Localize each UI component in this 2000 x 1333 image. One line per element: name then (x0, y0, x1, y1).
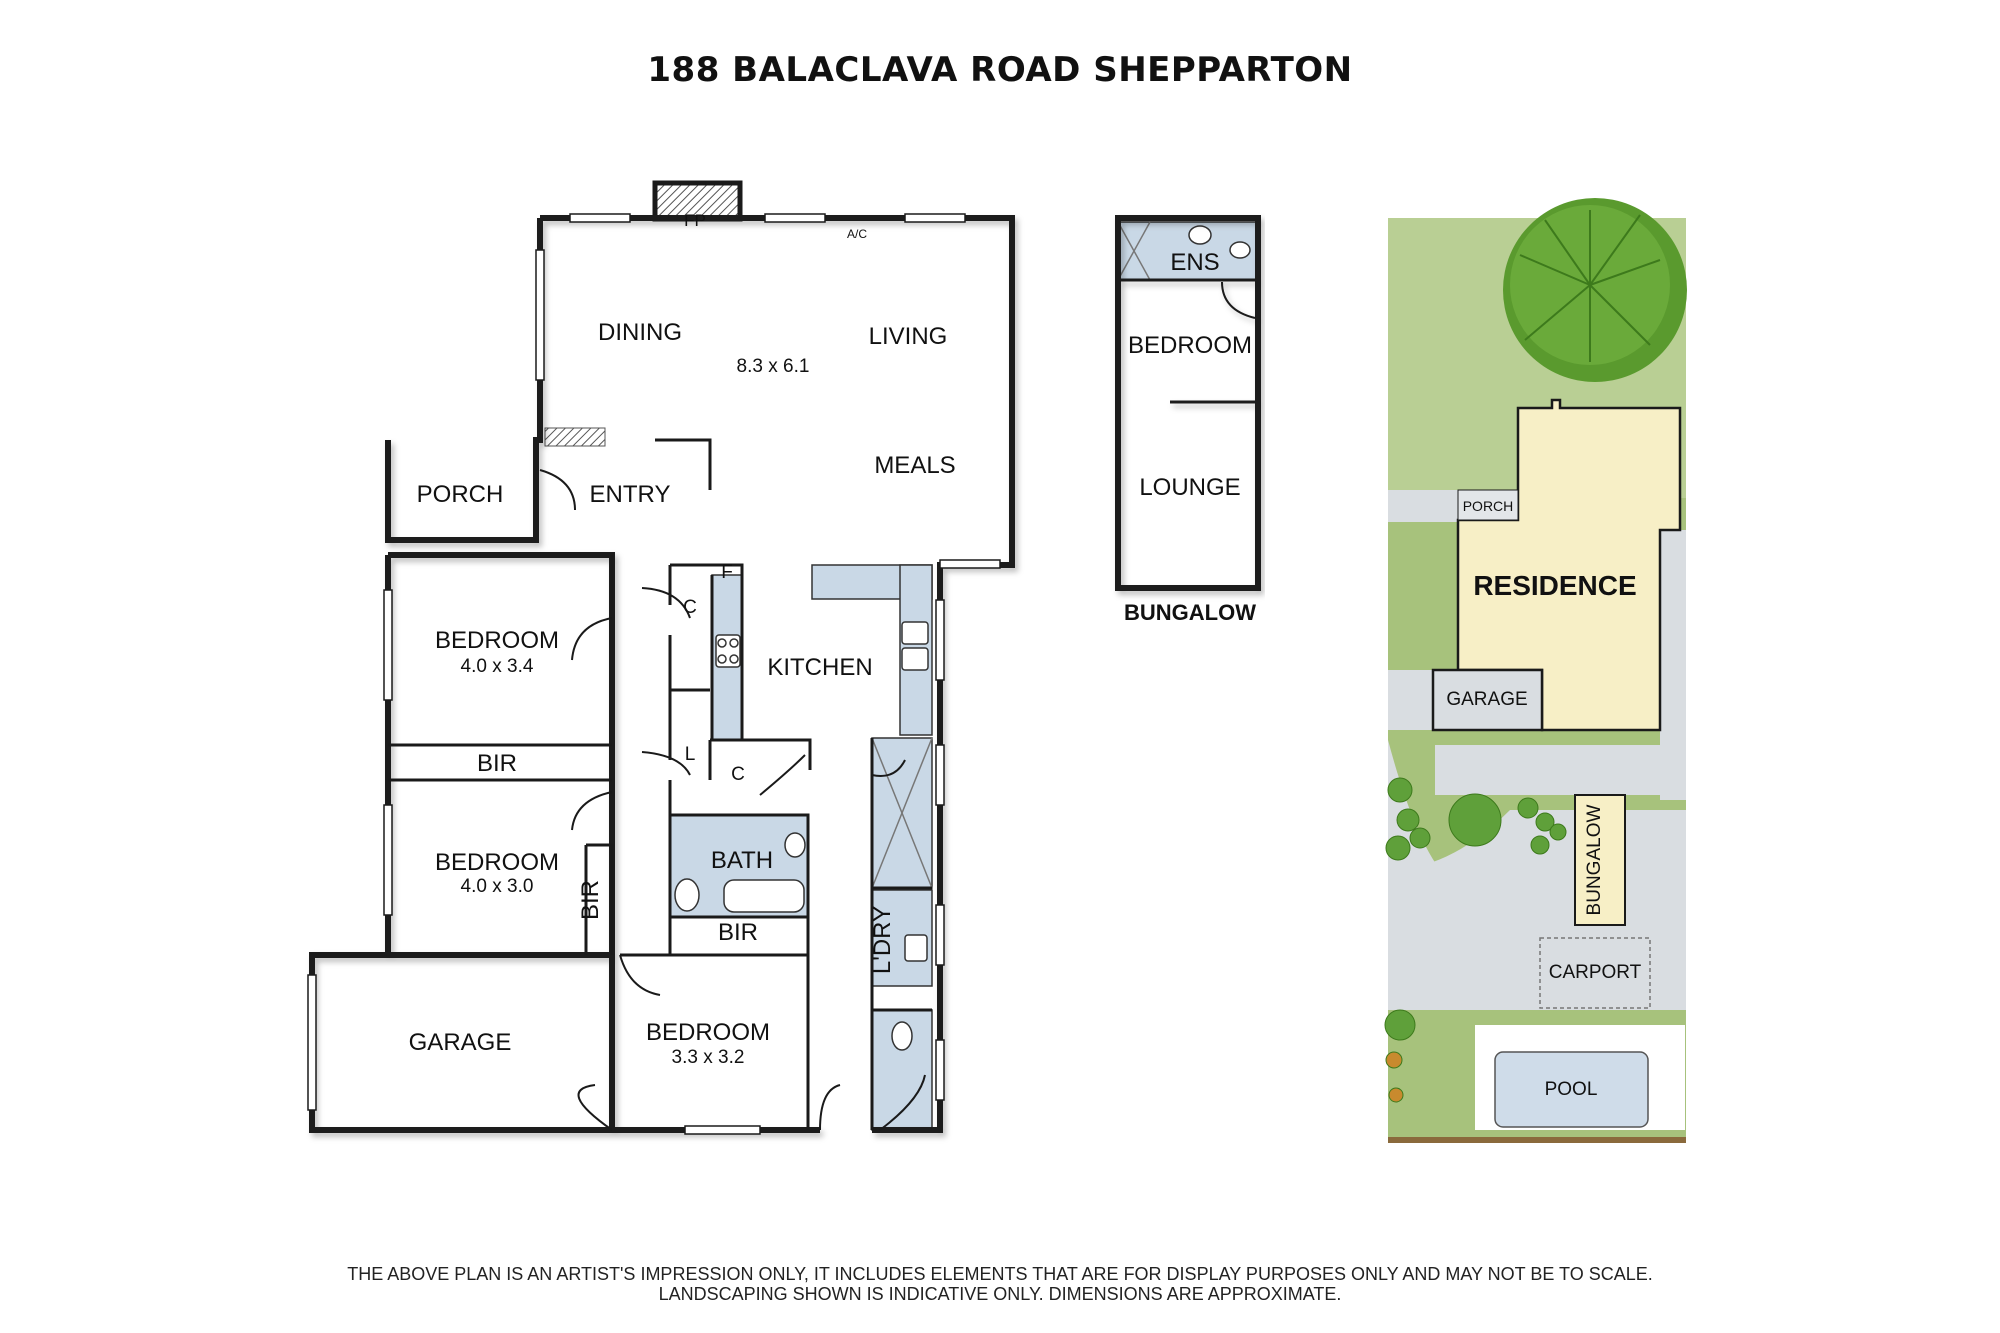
site-garage-label: GARAGE (1446, 689, 1527, 710)
room-bath: BATH (711, 847, 773, 874)
room-laundry: L'DRY (869, 906, 896, 974)
driveway-top (1435, 745, 1665, 795)
room-living: LIVING (869, 323, 948, 350)
fixtures (674, 221, 1251, 1051)
bungalow-ensuite: ENS (1170, 249, 1219, 276)
laundry-toilet (891, 1021, 913, 1051)
laundry-trough (904, 934, 928, 962)
site-residence-label: RESIDENCE (1473, 570, 1636, 601)
site-pool (1494, 1051, 1649, 1128)
site-pool-label: POOL (1545, 1079, 1598, 1100)
page-title: 188 BALACLAVA ROAD SHEPPARTON (647, 50, 1353, 90)
bathtub (723, 879, 805, 913)
windows (307, 213, 1001, 1135)
main-floor-plan (307, 180, 1259, 1135)
bungalow-lounge: LOUNGE (1139, 474, 1240, 501)
room-cupboard-1: C (683, 597, 697, 618)
bungalow-title: BUNGALOW (1124, 600, 1256, 625)
site-carport (1539, 937, 1651, 1009)
ensuite-basin (1188, 225, 1212, 245)
room-bir-1: BIR (477, 750, 517, 777)
shrub-icons (1384, 777, 1567, 1103)
site-carport-label: CARPORT (1549, 962, 1642, 983)
bath-toilet (784, 832, 806, 858)
tree-icon (1503, 198, 1687, 382)
bedroom-1-dimensions: 4.0 x 3.4 (461, 656, 534, 677)
room-linen: L (685, 744, 696, 765)
disclaimer-line-1: THE ABOVE PLAN IS AN ARTIST'S IMPRESSION… (347, 1264, 1653, 1284)
room-garage: GARAGE (409, 1029, 512, 1056)
room-bir-2: BIR (577, 880, 604, 920)
fireplace-chimney (652, 180, 743, 222)
residence-footprint (1456, 398, 1682, 732)
room-bedroom-2: BEDROOM (435, 849, 559, 876)
room-meals: MEALS (874, 452, 955, 479)
room-bedroom-1: BEDROOM (435, 627, 559, 654)
bath-basin (674, 878, 700, 912)
room-bedroom-3: BEDROOM (646, 1019, 770, 1046)
room-dining: DINING (598, 319, 682, 346)
doors (539, 469, 926, 1131)
fridge-label: F (721, 562, 733, 583)
bedroom-2-dimensions: 4.0 x 3.0 (461, 876, 534, 897)
room-cupboard-2: C (731, 764, 745, 785)
interior-walls (388, 438, 932, 1130)
bungalow-plan (1115, 215, 1261, 591)
porch-path (1388, 490, 1460, 522)
room-porch: PORCH (417, 481, 504, 508)
site-bungalow-label: BUNGALOW (1584, 805, 1605, 916)
site-plan (1384, 198, 1687, 1143)
disclaimer-line-2: LANDSCAPING SHOWN IS INDICATIVE ONLY. DI… (658, 1284, 1342, 1304)
room-bir-3: BIR (718, 919, 758, 946)
site-porch-label: PORCH (1463, 498, 1514, 514)
disclaimer: THE ABOVE PLAN IS AN ARTIST'S IMPRESSION… (0, 1264, 2000, 1304)
living-dimensions: 8.3 x 6.1 (737, 356, 810, 377)
room-entry: ENTRY (590, 481, 671, 508)
air-con-label: A/C (847, 227, 867, 241)
wall-feature (544, 427, 606, 447)
kitchen-sink (901, 621, 929, 645)
site-garage (1431, 668, 1544, 732)
room-kitchen: KITCHEN (767, 654, 872, 681)
fireplace-label: FP (684, 211, 706, 230)
bungalow-bedroom: BEDROOM (1128, 332, 1252, 359)
ensuite-toilet (1229, 241, 1251, 259)
bedroom-3-dimensions: 3.3 x 3.2 (672, 1047, 745, 1068)
site-bungalow (1574, 794, 1626, 926)
kitchen-sink-2 (901, 647, 929, 671)
